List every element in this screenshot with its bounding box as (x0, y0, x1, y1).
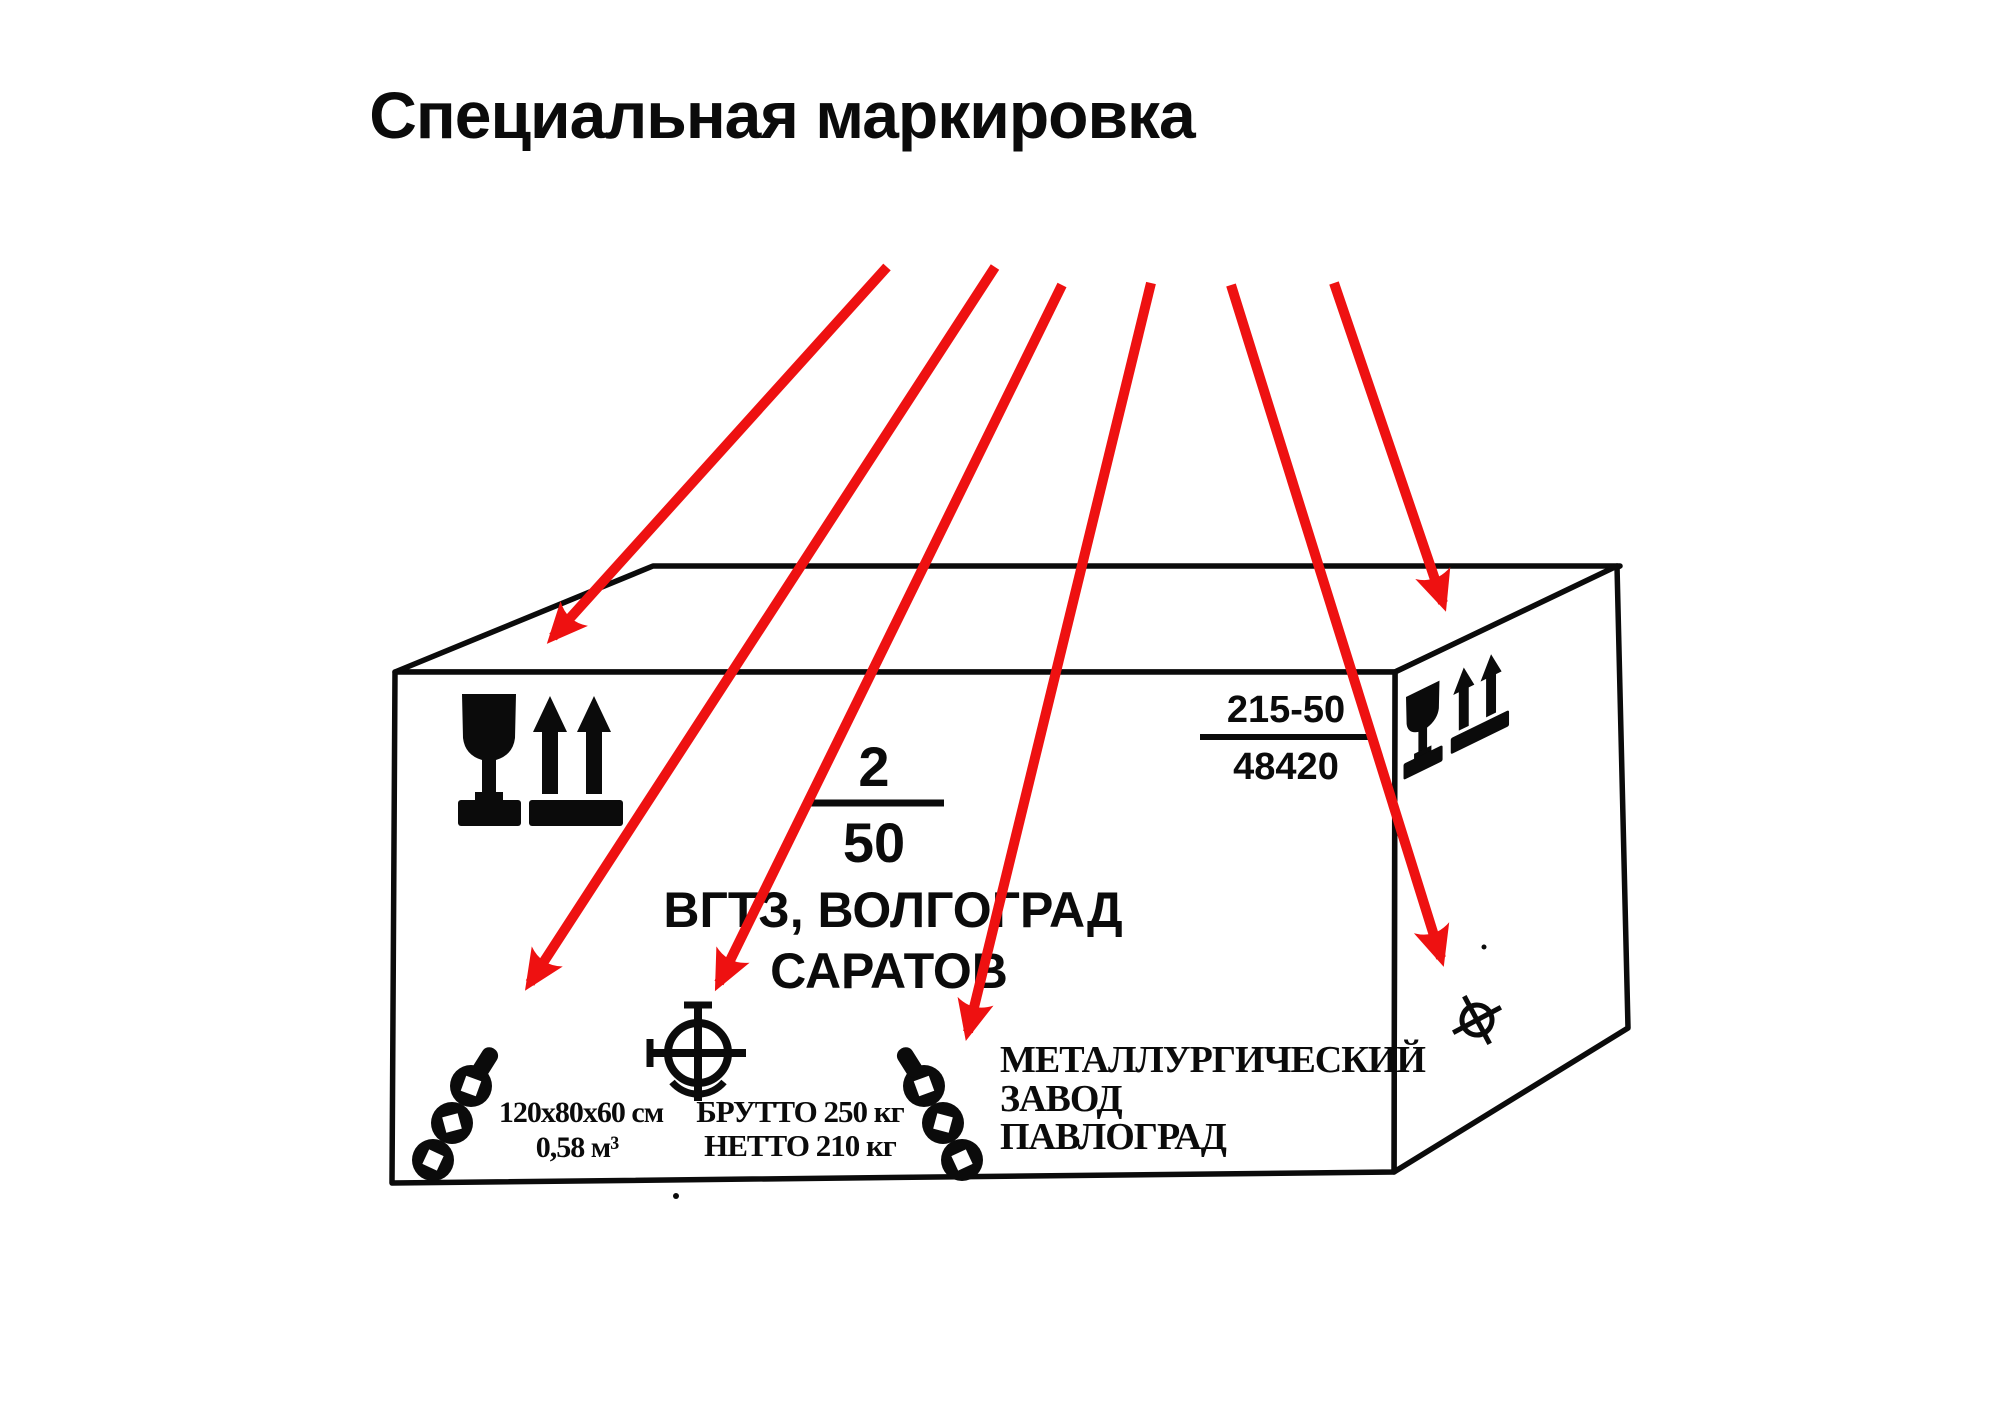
volume-text: 0,58 м³ (536, 1131, 619, 1164)
gross-weight-text: БРУТТО 250 кг (696, 1094, 904, 1129)
dimensions-text: 120х80х60 см (499, 1096, 664, 1129)
page-title: Специальная маркировка (369, 78, 1197, 152)
callout-arrow-center-of-gravity (714, 282, 1067, 992)
sender-text: МЕТАЛЛУРГИЧЕСКИЙ ЗАВОД ПАВЛОГРАД (1000, 1039, 1426, 1158)
sender-line3: ПАВЛОГРАД (1000, 1116, 1227, 1158)
print-speck (673, 1193, 679, 1199)
package-number-fraction: 2 50 (810, 735, 944, 874)
shipment-number: 215-50 (1227, 689, 1345, 731)
destination-line2: САРАТОВ (770, 943, 1008, 999)
sender-line2: ЗАВОД (1000, 1078, 1123, 1120)
sender-line1: МЕТАЛЛУРГИЧЕСКИЙ (1000, 1039, 1425, 1081)
callout-arrow-top-face (546, 263, 891, 644)
package-number: 2 (858, 735, 889, 798)
callout-arrow-front-left (524, 264, 1000, 991)
packages-total: 50 (843, 811, 905, 874)
callout-arrow-front-right (957, 281, 1156, 1041)
box-side-face (1391, 563, 1631, 1175)
package-id: 48420 (1233, 746, 1339, 788)
net-weight-text: НЕТТО 210 кг (704, 1128, 897, 1163)
shipment-number-fraction: 215-50 48420 (1200, 689, 1368, 788)
crate: 2 50 ВГТЗ, ВОЛГОГРАД САРАТОВ 215-50 4842… (389, 563, 1631, 1199)
callout-arrow-side-cog (1226, 283, 1450, 967)
callout-arrows (524, 263, 1451, 1041)
box-front-face (389, 669, 1398, 1186)
destination-line1: ВГТЗ, ВОЛГОГРАД (663, 882, 1122, 938)
center-of-gravity-icon-side (1451, 994, 1503, 1046)
print-speck (1481, 944, 1487, 950)
callout-arrow-top-right (1329, 281, 1451, 612)
